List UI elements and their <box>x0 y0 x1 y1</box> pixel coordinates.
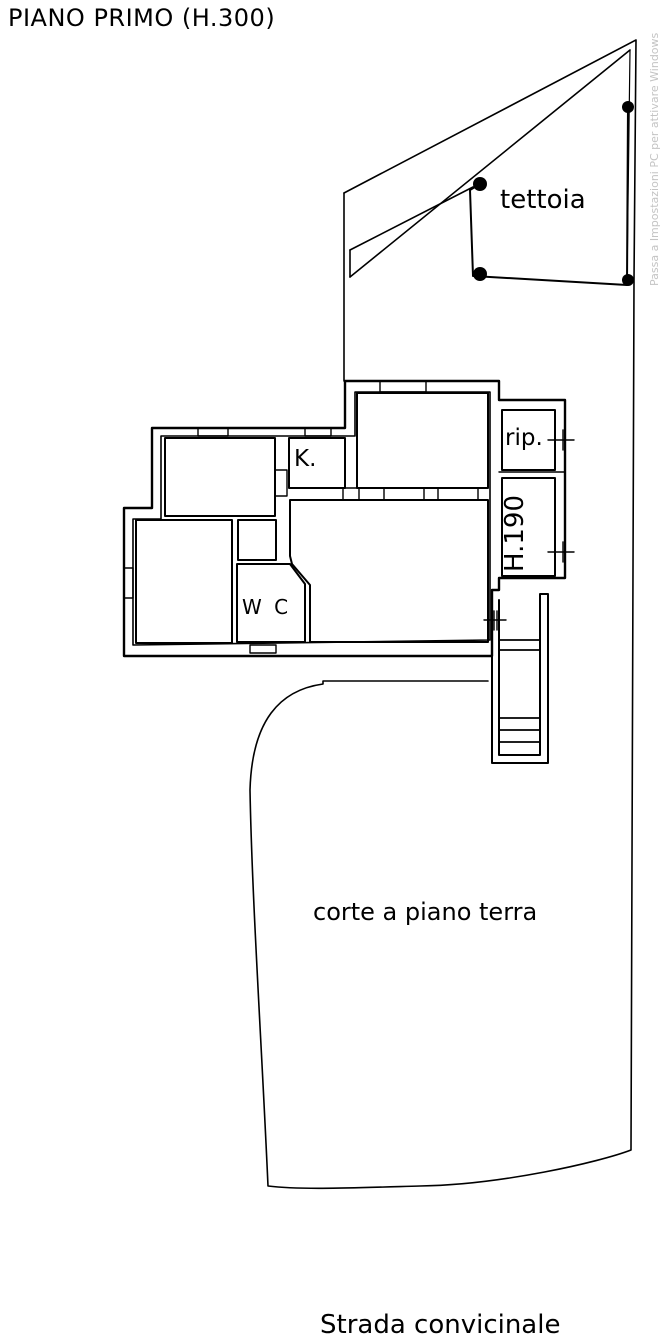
room-living <box>289 499 489 643</box>
storage-label: rip. <box>505 425 543 451</box>
building-inner-wall <box>132 391 491 646</box>
roof-edge-inner <box>349 49 631 278</box>
toilet-label: W C <box>242 595 292 619</box>
room-bedroom-west <box>135 519 233 644</box>
room-wc <box>236 563 306 643</box>
roof-edge <box>349 186 474 251</box>
plan-title: PIANO PRIMO (H.300) <box>8 4 276 32</box>
stair-steps <box>498 639 541 743</box>
canopy-label: tettoia <box>500 185 586 215</box>
canopy-frame <box>469 104 629 286</box>
columns <box>473 101 634 286</box>
room-bedroom-north <box>164 437 276 517</box>
room-kitchen <box>288 437 346 489</box>
windows <box>123 380 479 654</box>
ceiling-height-label: H.190 <box>500 495 530 572</box>
lot-boundary <box>249 39 637 1190</box>
kitchen-label: K. <box>294 446 317 472</box>
courtyard-label: corte a piano terra <box>313 898 538 926</box>
room-hall <box>237 519 277 561</box>
staircase-outline <box>491 593 549 764</box>
road-label: Strada convicinale <box>320 1310 561 1340</box>
activation-watermark: Passa a Impostazioni PC per attivare Win… <box>648 32 661 286</box>
room-northeast <box>356 392 489 489</box>
room-low-ceiling <box>501 477 556 577</box>
